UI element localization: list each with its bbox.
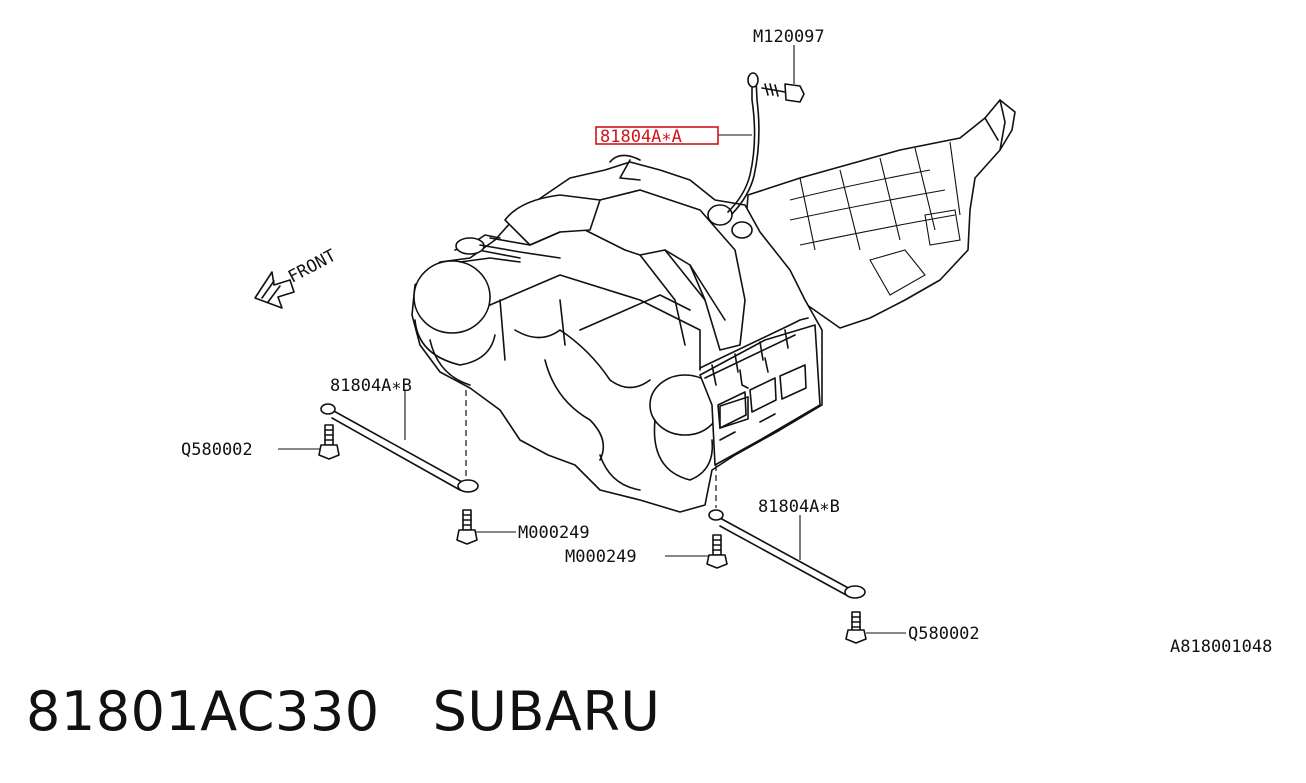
callout-highlighted-part[interactable]: 81804A∗A bbox=[600, 127, 682, 147]
ground-strap-b-left[interactable] bbox=[320, 390, 479, 493]
parts-diagram: FRONT M120097 81804A∗A 81804A∗B Q580002 … bbox=[181, 27, 1272, 657]
callout-m000249-a[interactable]: M000249 bbox=[518, 523, 590, 543]
front-arrow: FRONT bbox=[254, 246, 340, 309]
callout-m000249-b[interactable]: M000249 bbox=[565, 547, 637, 567]
bolt-m000249-a[interactable] bbox=[456, 509, 478, 545]
bolt-q580002-right[interactable] bbox=[845, 611, 867, 644]
leader-lines bbox=[278, 45, 906, 634]
ground-strap-a[interactable] bbox=[727, 72, 760, 215]
callout-m120097[interactable]: M120097 bbox=[753, 27, 825, 47]
brand-name: SUBARU bbox=[432, 680, 661, 743]
callout-q580002-right[interactable]: Q580002 bbox=[908, 624, 980, 644]
front-label: FRONT bbox=[285, 246, 340, 288]
engine-transmission-assembly bbox=[411, 99, 1016, 513]
callout-q580002-left[interactable]: Q580002 bbox=[181, 440, 253, 460]
callout-strap-b-right[interactable]: 81804A∗B bbox=[758, 497, 840, 517]
highlight-box bbox=[595, 126, 719, 145]
ground-strap-b-right[interactable] bbox=[708, 465, 866, 599]
bolt-q580002-left[interactable] bbox=[318, 424, 340, 460]
figure-code: A818001048 bbox=[1170, 637, 1272, 657]
footer-title: 81801AC330 SUBARU bbox=[26, 680, 660, 743]
bolt-m120097[interactable] bbox=[761, 83, 805, 103]
callout-strap-b-left[interactable]: 81804A∗B bbox=[330, 376, 412, 396]
bolt-m000249-b[interactable] bbox=[706, 534, 728, 569]
part-number: 81801AC330 bbox=[26, 680, 380, 743]
